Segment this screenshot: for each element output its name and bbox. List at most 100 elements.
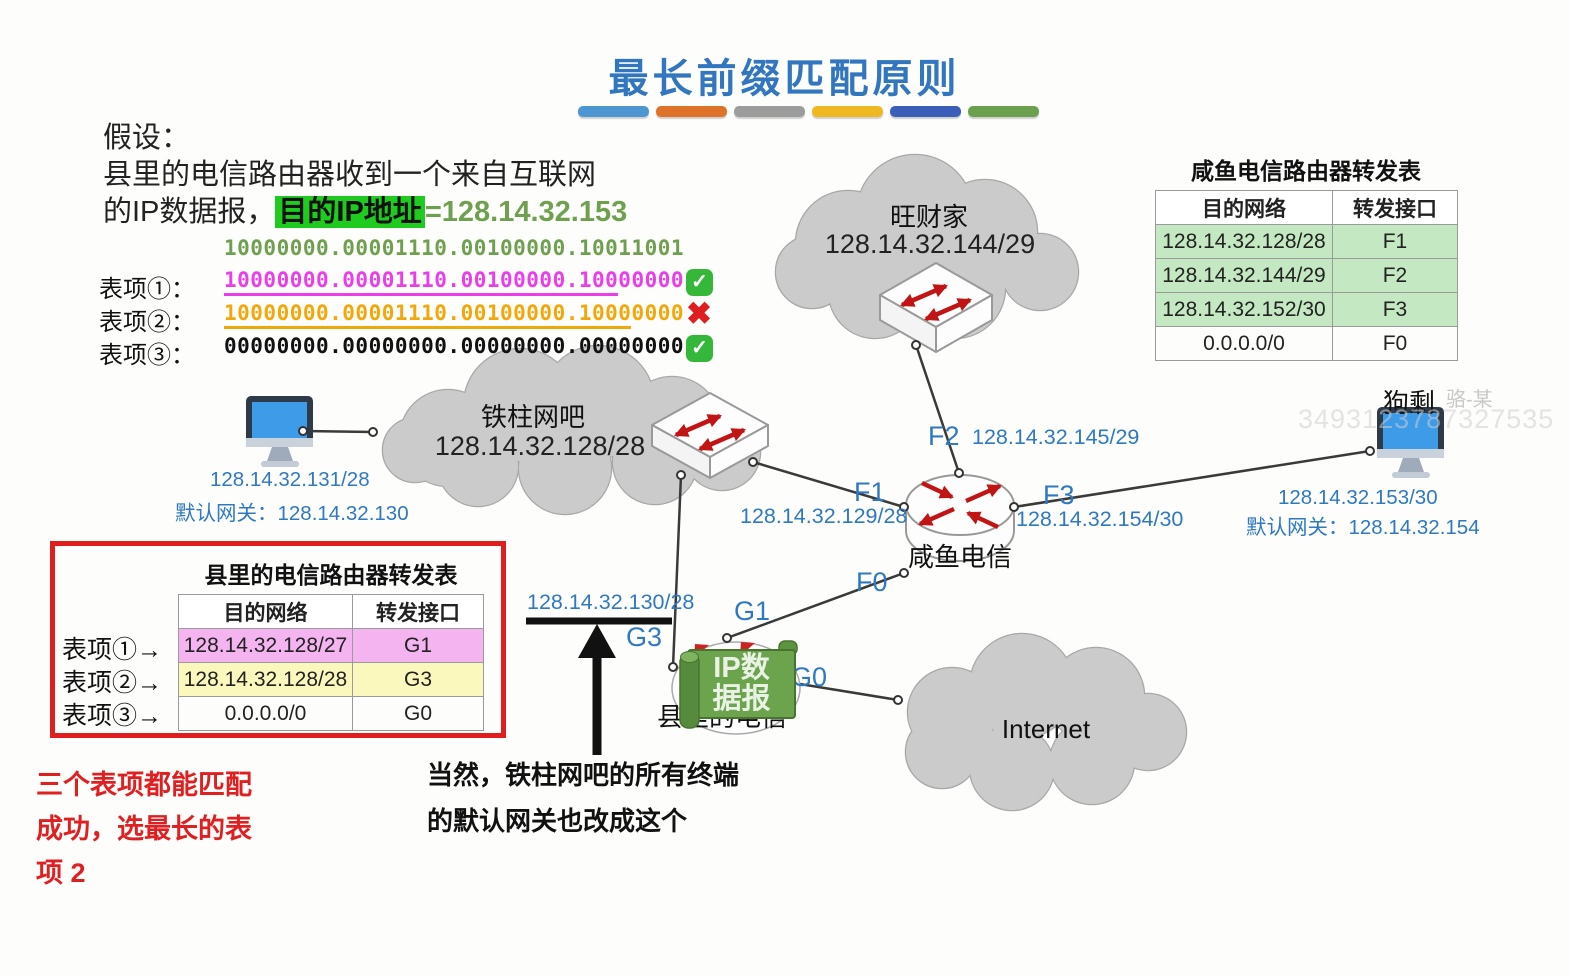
page-title: 最长前缀匹配原则	[608, 55, 961, 102]
col-header-port: 转发接口	[352, 594, 484, 629]
entry-2-result: ✖	[686, 298, 712, 329]
interface-g1-label: G1	[734, 596, 771, 626]
gateway-change-note: 当然，铁柱网吧的所有终端 的默认网关也改成这个	[427, 752, 739, 844]
accent-bar	[656, 106, 727, 117]
entry-1-label: 表项①：	[99, 276, 195, 303]
conclusion-line-2: 成功，选最长的表	[36, 814, 252, 844]
intro-line-1: 假设：	[103, 122, 191, 154]
entry-1-result: ✓	[686, 269, 713, 296]
xianyu-router-label: 咸鱼电信	[907, 542, 1012, 572]
entry-3-label: 表项③：	[99, 342, 195, 369]
interface-f1-ip: 128.14.32.129/28	[740, 504, 908, 528]
tiezhu-cloud-label: 铁柱网吧	[480, 402, 585, 432]
xianyu-table-title: 咸鱼电信路由器转发表	[1191, 158, 1421, 184]
wangcai-switch-icon	[879, 262, 993, 353]
table-header-row: 目的网络 转发接口	[178, 594, 484, 629]
cell-port: F1	[1332, 224, 1458, 259]
table-row: 128.14.32.144/29 F2	[1155, 258, 1458, 293]
cell-port: F2	[1332, 258, 1458, 293]
intro-line-3-prefix: 的IP数据报，	[103, 196, 276, 228]
dest-ip-highlight: 目的IP地址	[275, 196, 425, 228]
accent-bars	[578, 106, 1039, 117]
intro-line-2: 县里的电信路由器收到一个来自互联网	[103, 159, 597, 191]
conclusion-note: 三个表项都能匹配 成功，选最长的表 项 2	[36, 763, 252, 895]
internet-cloud-label: Internet	[1001, 714, 1091, 744]
ip-packet-line-1: IP数	[713, 652, 770, 684]
right-host-name: 狗剩	[1382, 388, 1435, 418]
cell-network: 128.14.32.128/28	[178, 662, 353, 697]
intro-line-3: 的IP数据报，目的IP地址=128.14.32.153	[103, 194, 627, 231]
wangcai-cloud-label: 旺财家	[889, 202, 968, 232]
entry-2-label: 表项②：	[99, 309, 195, 336]
right-host-icon	[1377, 407, 1444, 478]
binary-destination: 10000000.00001110.00100000.10011001	[224, 236, 685, 260]
right-host-ip: 128.14.32.153/30	[1278, 486, 1438, 509]
col-header-port: 转发接口	[1332, 190, 1458, 225]
watermark-number: 3493123787327535	[1298, 404, 1555, 434]
tiezhu-subnet-label: 128.14.32.128/28	[434, 431, 646, 461]
internet-cloud	[904, 632, 1188, 812]
accent-bar	[968, 106, 1039, 117]
cell-network: 128.14.32.152/30	[1155, 292, 1333, 327]
interface-f1-label: F1	[854, 477, 886, 507]
watermark-name: 骆-某	[1446, 389, 1493, 411]
entry-2-rest-bits: 0000	[631, 301, 685, 325]
cell-port: G3	[352, 662, 484, 697]
cell-port: F0	[1332, 326, 1458, 361]
conclusion-line-1: 三个表项都能匹配	[36, 770, 252, 800]
accent-bar	[578, 106, 649, 117]
network-links	[302, 344, 1371, 702]
cell-network: 0.0.0.0/0	[1155, 326, 1333, 361]
check-icon: ✓	[686, 335, 713, 362]
left-host-gateway: 默认网关：128.14.32.130	[175, 502, 409, 525]
gateway-note-line-1: 当然，铁柱网吧的所有终端	[427, 760, 740, 790]
intro-text: 假设： 县里的电信路由器收到一个来自互联网 的IP数据报，目的IP地址=128.…	[103, 120, 627, 231]
xianyu-forwarding-table: 目的网络 转发接口 128.14.32.128/28 F1 128.14.32.…	[1155, 190, 1458, 361]
cell-network: 0.0.0.0/0	[178, 696, 353, 731]
dest-ip-value: =128.14.32.153	[424, 196, 628, 228]
xianyu-router-icon	[905, 474, 1015, 562]
entry-2-matched-bits: 10000000.00001110.00100000.1000	[224, 301, 632, 329]
pointed-gateway-ip: 128.14.32.130/28	[527, 590, 695, 614]
cell-network: 128.14.32.128/28	[1155, 224, 1333, 259]
col-header-network: 目的网络	[178, 594, 353, 629]
left-host-icon	[246, 396, 313, 467]
county-row-1-pointer: 表项①→	[62, 636, 163, 664]
entry-3-binary: 00000000.00000000.00000000.00000000	[224, 334, 684, 358]
table-row: 128.14.32.128/28 F1	[1155, 224, 1458, 259]
interface-f3-ip: 128.14.32.154/30	[1016, 507, 1184, 531]
cell-port: F3	[1332, 292, 1458, 327]
interface-f2-ip: 128.14.32.145/29	[972, 425, 1140, 449]
tiezhu-switch-icon	[651, 392, 769, 479]
county-forwarding-table: 目的网络 转发接口 128.14.32.128/27 G1 128.14.32.…	[178, 594, 484, 731]
entry-1-rest-bits: 00000	[618, 268, 685, 292]
cell-network: 128.14.32.128/27	[178, 628, 353, 663]
cell-network: 128.14.32.144/29	[1155, 258, 1333, 293]
entry-1-binary: 10000000.00001110.00100000.10000000	[224, 268, 685, 296]
interface-f2-label: F2	[928, 421, 960, 451]
conclusion-line-3: 项 2	[36, 858, 86, 888]
link-endpoints	[298, 340, 1375, 705]
accent-bar	[890, 106, 961, 117]
county-table-title: 县里的电信路由器转发表	[204, 562, 458, 588]
ip-packet-label: IP数 据报	[688, 653, 795, 715]
ip-packet-line-2: 据报	[712, 683, 771, 715]
wangcai-subnet-label: 128.14.32.144/29	[824, 229, 1036, 259]
cell-port: G0	[352, 696, 484, 731]
interface-g0-label: G0	[791, 662, 828, 692]
right-host-gateway: 默认网关：128.14.32.154	[1246, 516, 1480, 539]
table-row: 128.14.32.128/28 G3	[178, 662, 484, 697]
table-row: 0.0.0.0/0 F0	[1155, 326, 1458, 361]
col-header-network: 目的网络	[1155, 190, 1333, 225]
entry-1-matched-bits: 10000000.00001110.00100000.100	[224, 268, 619, 296]
county-table-highlight-box	[50, 541, 506, 738]
left-host-ip: 128.14.32.131/28	[210, 468, 370, 491]
entry-3-result: ✓	[686, 335, 713, 362]
cross-icon: ✖	[686, 296, 712, 331]
entry-2-binary: 10000000.00001110.00100000.10000000	[224, 301, 685, 329]
accent-bar	[812, 106, 883, 117]
entry-3-bits: 00000000.00000000.00000000.00000000	[224, 334, 685, 358]
accent-bar	[734, 106, 805, 117]
check-icon: ✓	[686, 269, 713, 296]
table-row: 0.0.0.0/0 G0	[178, 696, 484, 731]
